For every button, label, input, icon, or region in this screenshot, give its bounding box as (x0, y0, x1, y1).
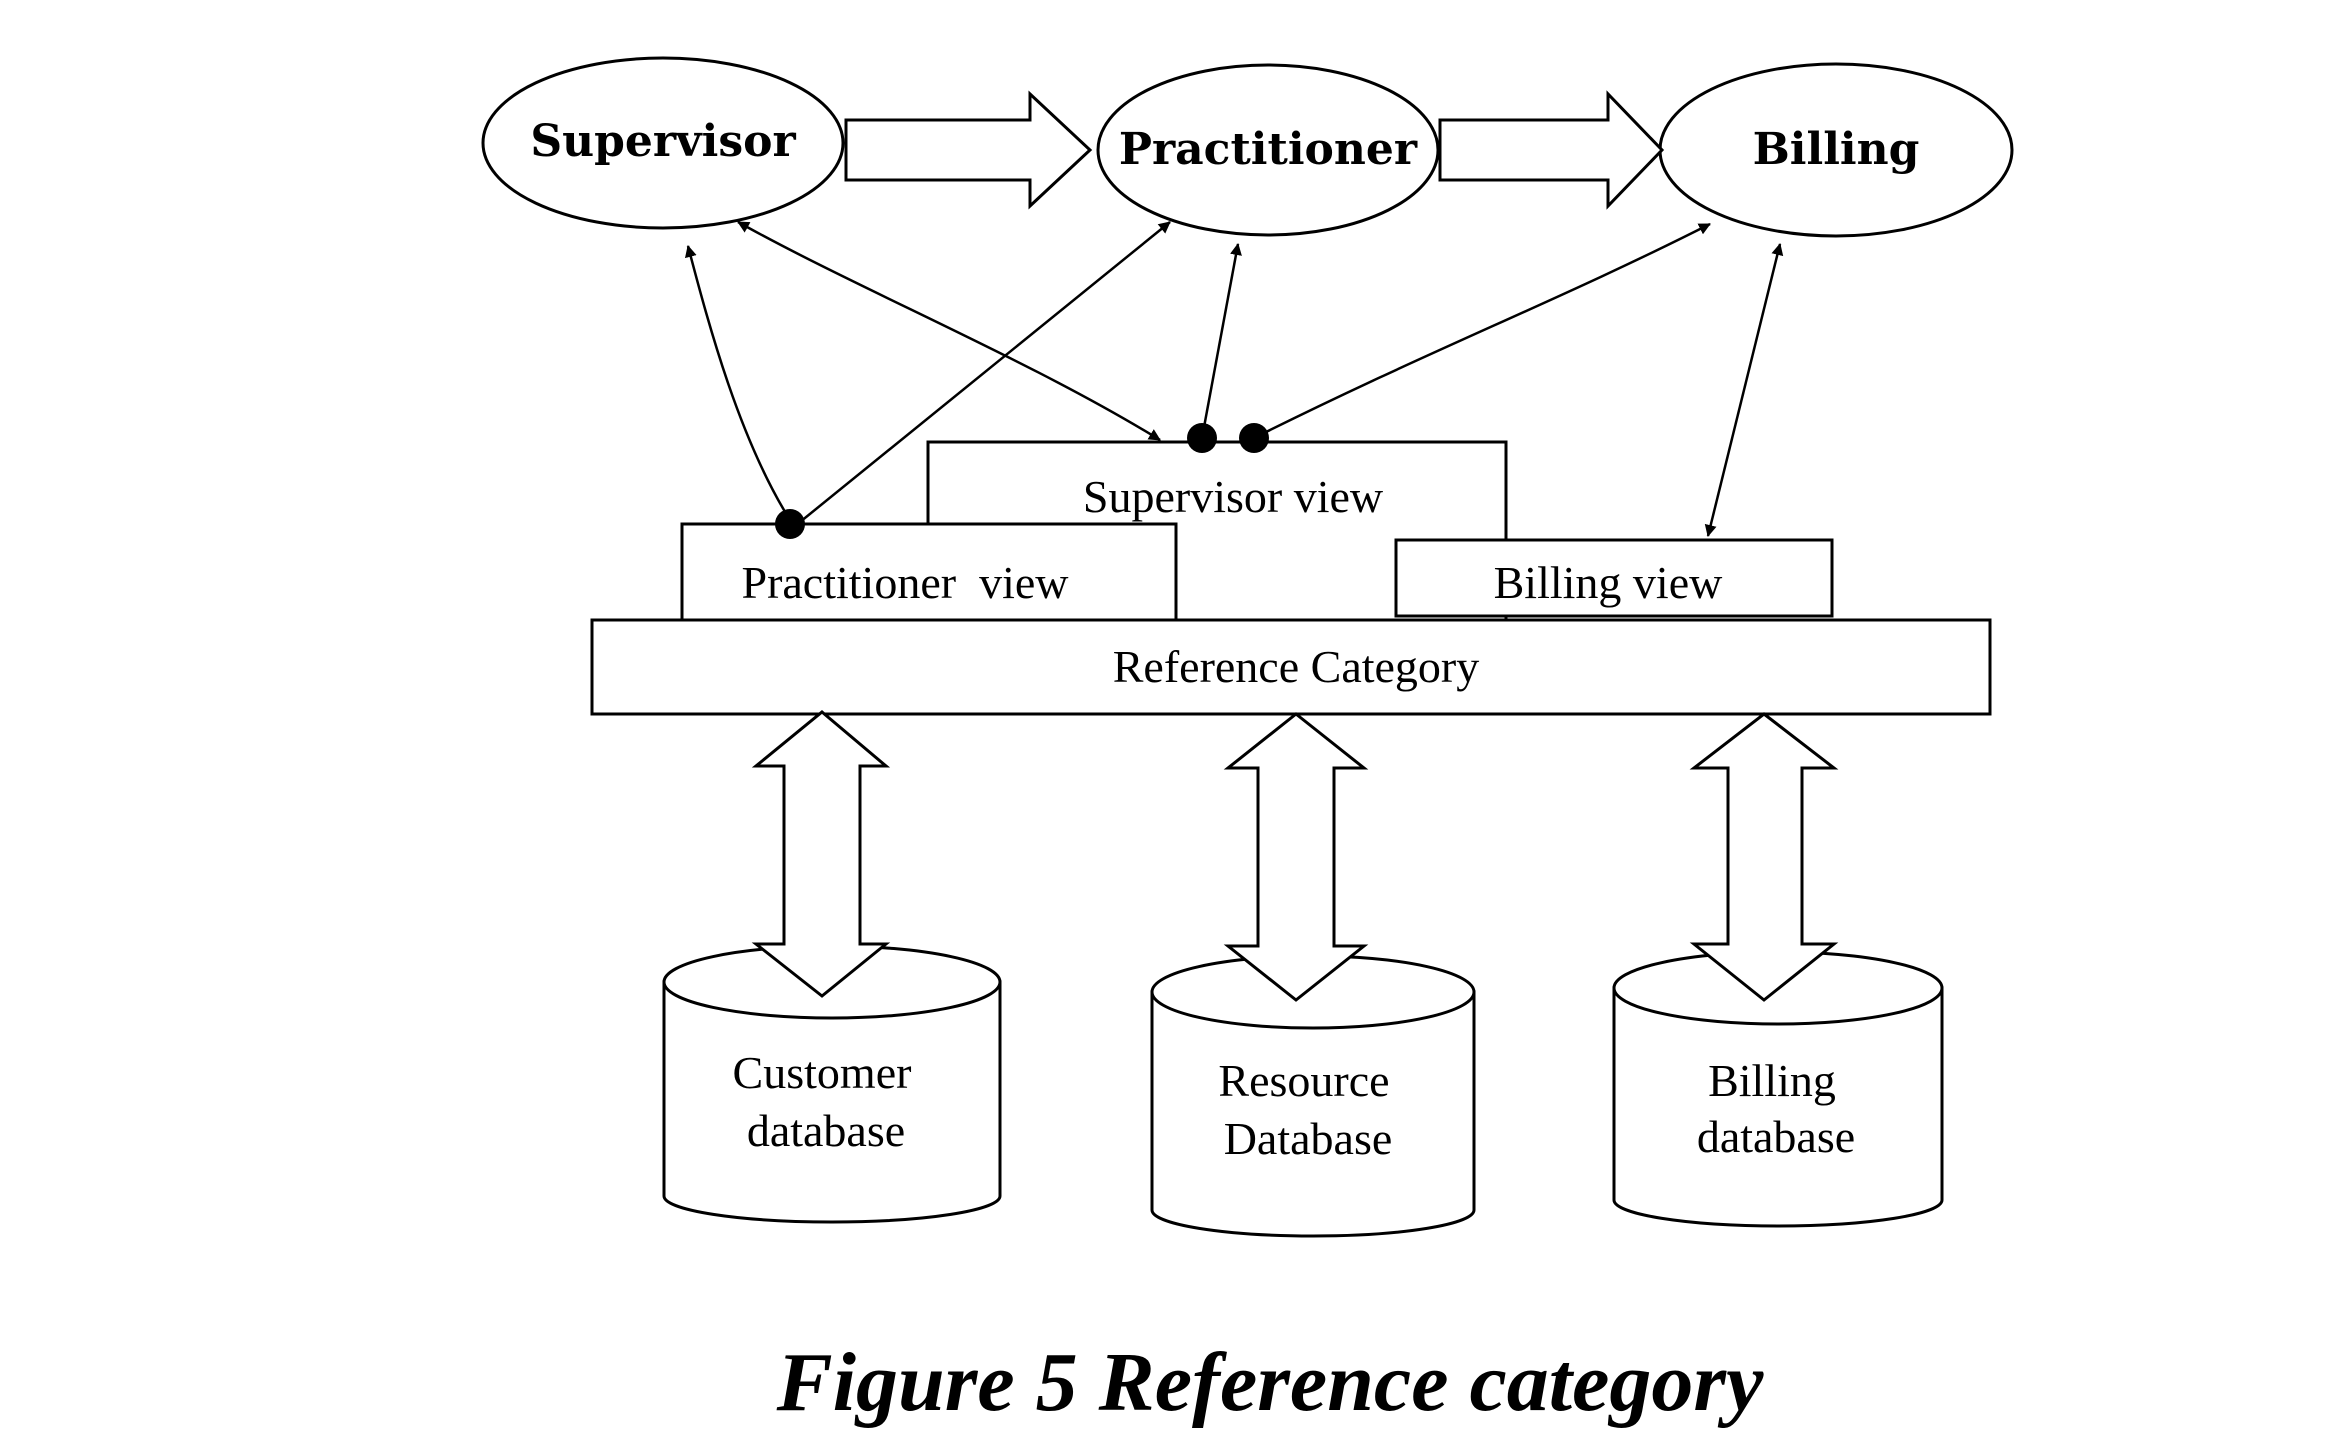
reference-category-bar (590, 618, 1992, 716)
billing-database (1612, 950, 1944, 1228)
customer-database-label-line2: database (747, 1105, 905, 1156)
practitioner-view-label: Practitioner view (741, 557, 1069, 608)
billing-database-label-line2: database (1697, 1111, 1855, 1162)
connector-dot-practitioner-view (775, 509, 805, 539)
resource-database (1150, 954, 1476, 1238)
reference-category-label: Reference Category (1113, 641, 1480, 692)
connector-dot-supervisor-view-left (1187, 423, 1217, 453)
resource-database-label-line1: Resource (1218, 1055, 1389, 1106)
flow-arrow-practitioner-to-billing (1438, 90, 1665, 210)
connector-dot-supervisor-view-right (1239, 423, 1269, 453)
billing-database-label-line1: Billing (1708, 1055, 1836, 1106)
billing-label: Billing (1753, 124, 1920, 175)
link-supervisor-practitioner-view (684, 245, 792, 521)
supervisor-node (481, 56, 845, 230)
link-billing-billing-view (1704, 243, 1784, 537)
practitioner-label: Practitioner (1119, 124, 1418, 175)
link-supervisor-supervisor-view (737, 220, 1161, 442)
figure-caption: Figure 5 Reference category (776, 1336, 1764, 1429)
flow-arrow-billing-db (1689, 712, 1839, 1002)
flow-arrow-customer-db (751, 710, 891, 998)
resource-database-label-line2: Database (1224, 1113, 1393, 1164)
billing-view-box (1394, 538, 1834, 618)
practitioner-node (1096, 63, 1440, 237)
link-supervisor-view-practitioner (1200, 243, 1242, 439)
flow-arrow-supervisor-to-practitioner (844, 90, 1093, 210)
supervisor-label: Supervisor (530, 116, 796, 167)
customer-database-label-line1: Customer (733, 1047, 912, 1098)
flow-arrow-resource-db (1223, 712, 1369, 1002)
link-supervisor-view-billing (1253, 222, 1711, 440)
supervisor-view-label: Supervisor view (1083, 471, 1384, 522)
billing-view-label: Billing view (1494, 557, 1724, 608)
